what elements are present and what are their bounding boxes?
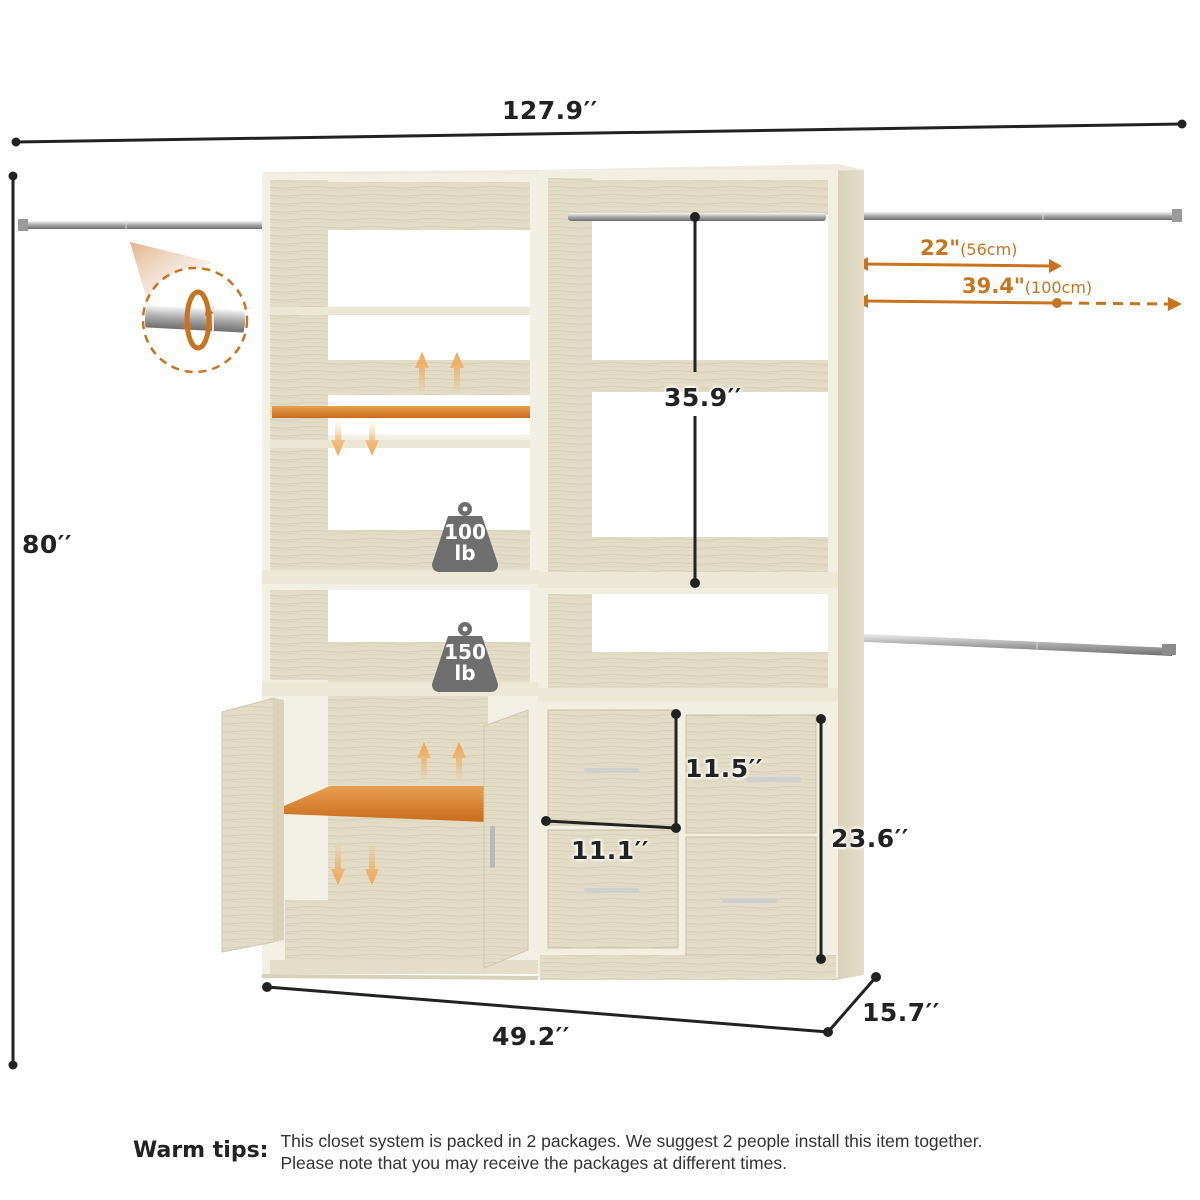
rod-min-metric: (56cm) <box>960 240 1018 259</box>
weight-value: 150 <box>444 640 486 664</box>
right-lower-extension-rod <box>848 633 1176 656</box>
warm-tips-line: This closet system is packed in 2 packag… <box>280 1131 983 1151</box>
hanging-space-dimension-line <box>690 212 700 588</box>
warm-tips-title: Warm tips: <box>133 1138 269 1163</box>
closet-body <box>221 164 864 980</box>
weight-unit: lb <box>454 541 476 565</box>
drawers <box>547 709 817 956</box>
hanging-space-label: 35.9′′ <box>664 383 742 412</box>
right-upper-extension-rod <box>850 209 1182 222</box>
base-dimension-lines <box>262 972 881 1037</box>
shelf-adjust-arrows-cabinet <box>331 742 466 885</box>
drawer-height-label: 11.5′′ <box>685 754 763 783</box>
weight-value: 100 <box>444 520 486 544</box>
total-width-dimension-line <box>11 119 1187 147</box>
rod-twist-detail-icon <box>130 242 249 374</box>
drawer-width-label: 11.1′′ <box>571 836 649 865</box>
height-label: 80′′ <box>22 530 72 559</box>
base-width-label: 49.2′′ <box>492 1022 570 1051</box>
height-dimension-line <box>8 171 18 1070</box>
total-width-label: 127.9′′ <box>502 96 598 125</box>
warm-tips-body: This closet system is packed in 2 packag… <box>280 1130 982 1174</box>
rod-min-extension-label: 22"(56cm) <box>920 236 1017 260</box>
rod-max-extension-label: 39.4"(100cm) <box>962 274 1092 298</box>
drawer-dimension-lines <box>541 709 826 964</box>
weight-unit: lb <box>454 661 476 685</box>
left-extension-rod <box>18 219 268 231</box>
shelf-adjust-arrows-upper <box>331 352 464 456</box>
warm-tips-line: Please note that you may receive the pac… <box>280 1153 787 1173</box>
warm-tips: Warm tips: This closet system is packed … <box>133 1130 982 1174</box>
depth-label: 15.7′′ <box>862 998 940 1027</box>
rod-max-metric: (100cm) <box>1024 278 1093 297</box>
drawer-section-height-label: 23.6′′ <box>831 824 909 853</box>
rod-max-value: 39.4" <box>962 274 1025 298</box>
rod-min-value: 22" <box>920 236 961 260</box>
